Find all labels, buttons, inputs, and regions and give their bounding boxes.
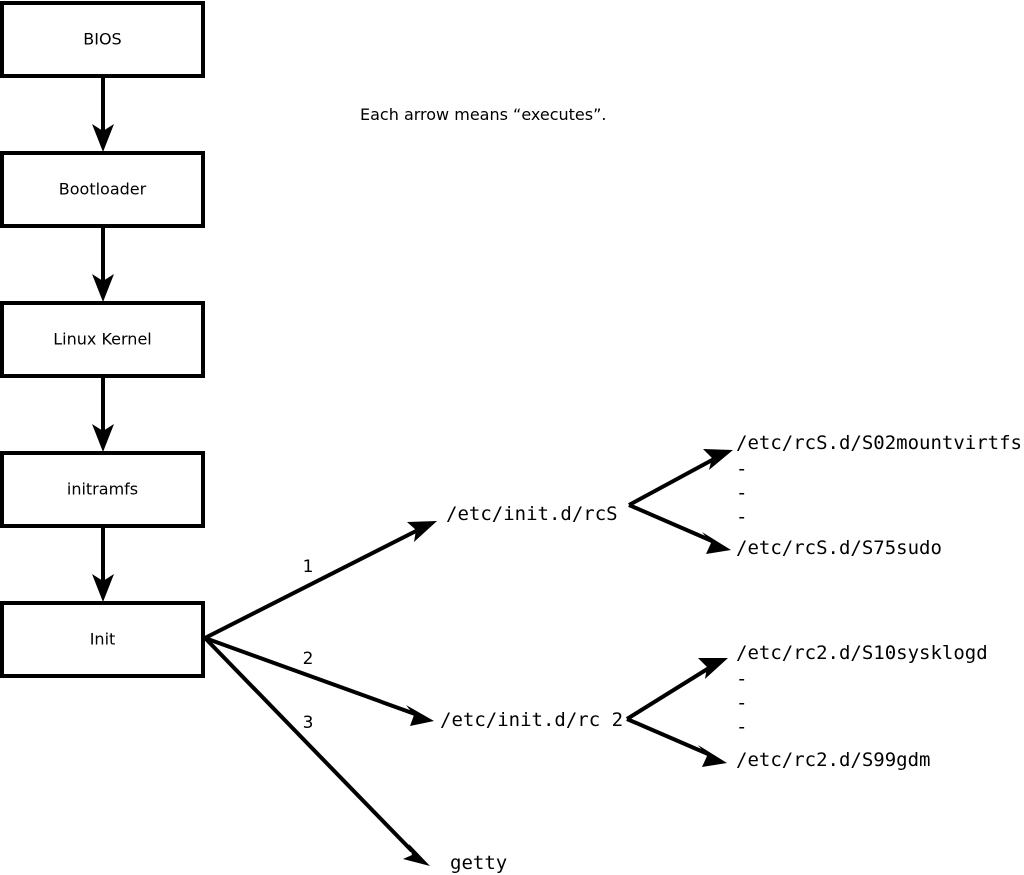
- box-label-bootloader: Bootloader: [59, 180, 147, 199]
- box-label-bios: BIOS: [83, 30, 121, 49]
- arrow-rcs-to-last-script: [628, 503, 731, 554]
- edge-number-1: 1: [303, 557, 314, 577]
- box-outline-bios: [0, 1, 205, 78]
- arrow-init-branch-2: [204, 636, 434, 726]
- rc2-ellipsis-dash-3: -: [736, 716, 747, 738]
- chain-box-initramfs[interactable]: initramfs: [0, 451, 205, 528]
- rcs-ellipsis-dash-3: -: [736, 506, 747, 528]
- rcs-ellipsis-dash-1: -: [736, 458, 747, 480]
- box-outline-initramfs: [0, 451, 205, 528]
- rc2-ellipsis-dash-1: -: [736, 668, 747, 690]
- arrowhead-rcs-to-last-script: [702, 532, 731, 554]
- arrow-rc2-to-first-script: [625, 658, 728, 721]
- edge-number-2: 2: [303, 649, 314, 669]
- box-label-init: Init: [90, 630, 116, 649]
- arrow-rc2-to-last-script: [626, 717, 727, 767]
- arrowhead-init-branch-1: [407, 521, 437, 542]
- arrow-bios-to-bootloader: [92, 76, 114, 152]
- box-label-linux-kernel: Linux Kernel: [53, 330, 151, 349]
- arrowhead-rcs-to-first-script: [703, 449, 733, 470]
- node-label-rc2-last-script[interactable]: /etc/rc2.d/S99gdm: [736, 749, 930, 771]
- arrowhead-bootloader-to-kernel: [92, 274, 114, 302]
- rcs-ellipsis-dash-2: -: [736, 482, 747, 504]
- arrowhead-initramfs-to-init: [92, 574, 114, 602]
- chain-box-linux-kernel[interactable]: Linux Kernel: [0, 301, 205, 378]
- node-label-init-d-rcs[interactable]: /etc/init.d/rcS: [446, 503, 618, 525]
- node-label-rc2-first-script[interactable]: /etc/rc2.d/S10sysklogd: [736, 642, 988, 664]
- chain-box-init[interactable]: Init: [0, 601, 205, 678]
- arrow-kernel-to-initramfs: [92, 376, 114, 452]
- arrowhead-bios-to-bootloader: [92, 124, 114, 152]
- box-outline-init: [0, 601, 205, 678]
- node-label-rcs-first-script[interactable]: /etc/rcS.d/S02mountvirtfs: [736, 432, 1022, 454]
- chain-box-bootloader[interactable]: Bootloader: [0, 151, 205, 228]
- diagram-caption: Each arrow means “executes”.: [360, 105, 606, 124]
- node-label-getty[interactable]: getty: [450, 852, 507, 874]
- node-label-rcs-last-script[interactable]: /etc/rcS.d/S75sudo: [736, 537, 942, 559]
- edge-number-3: 3: [303, 713, 314, 733]
- arrow-init-branch-3: [203, 636, 430, 866]
- rc2-ellipsis-dash-2: -: [736, 692, 747, 714]
- node-label-init-d-rc2[interactable]: /etc/init.d/rc 2: [440, 709, 623, 731]
- arrow-initramfs-to-init: [92, 526, 114, 602]
- arrow-bootloader-to-kernel: [92, 226, 114, 302]
- arrow-init-branch-1: [204, 521, 437, 640]
- chain-box-bios[interactable]: BIOS: [0, 1, 205, 78]
- arrowhead-kernel-to-initramfs: [92, 424, 114, 452]
- arrowhead-rc2-to-first-script: [698, 658, 728, 679]
- arrowhead-rc2-to-last-script: [698, 745, 727, 767]
- arrowhead-init-branch-3: [403, 844, 430, 866]
- arrowhead-init-branch-2: [406, 705, 434, 726]
- arrow-rcs-to-first-script: [628, 449, 733, 507]
- box-label-initramfs: initramfs: [67, 480, 138, 499]
